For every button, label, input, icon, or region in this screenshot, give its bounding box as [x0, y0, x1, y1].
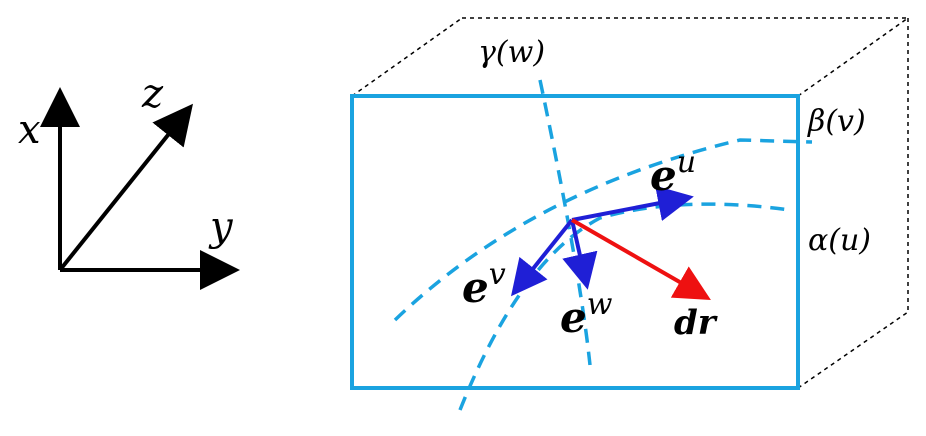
label-gamma-w: γ(w) [478, 35, 545, 70]
z-axis-label: z [141, 71, 164, 117]
label-beta-v: β(v) [807, 104, 866, 139]
vector-dr [571, 218, 711, 300]
label-dr: dr [674, 303, 718, 343]
coordinate-box [350, 17, 909, 390]
x-axis-label: x [18, 107, 41, 153]
curve-beta [393, 138, 813, 322]
label-e-w: ew [560, 287, 613, 342]
curve-labels: γ(w) β(v) α(u) [478, 35, 871, 258]
vector-e-u [571, 185, 694, 222]
curve-gamma [538, 79, 592, 366]
label-e-v: ev [462, 257, 506, 312]
curve-alpha [458, 202, 791, 411]
box-front-face [350, 94, 800, 390]
coordinate-curves [393, 79, 813, 411]
vector-e-w [562, 219, 598, 290]
y-axis-label: y [208, 204, 234, 250]
z-axis-arrow [58, 103, 193, 272]
vector-labels: eu ev ew dr [462, 145, 718, 343]
cartesian-axes: x y z [18, 71, 240, 290]
label-e-u: eu [650, 145, 696, 200]
vector-e-v [511, 218, 574, 297]
label-alpha-u: α(u) [808, 223, 871, 258]
vectors [511, 185, 711, 300]
box-hidden-edges [351, 17, 909, 389]
